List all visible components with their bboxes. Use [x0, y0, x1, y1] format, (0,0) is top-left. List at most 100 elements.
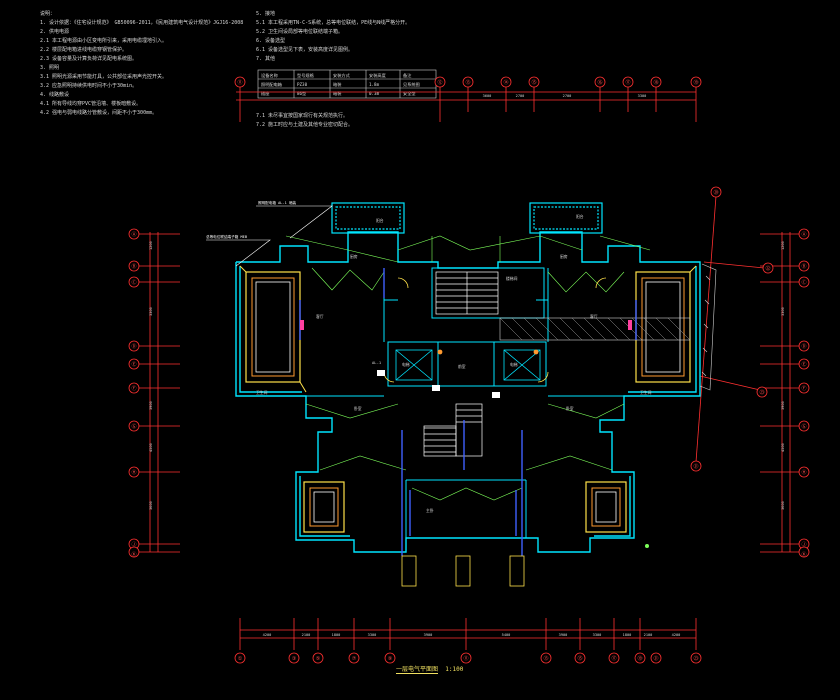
axis-label: ㉑ [693, 463, 698, 470]
dim-text: 3600 [149, 501, 153, 510]
socket-icon [628, 320, 632, 330]
axis-label: ⑤ [316, 656, 321, 662]
left-dimension-strip [138, 232, 180, 553]
room-label: 阳台 [376, 218, 384, 223]
left-dim-texts: 1200 3300 3900 4500 3600 [149, 241, 153, 510]
equipment-table-text: 设备名称 型号规格 安装方式 安装高度 备注 照明配电箱 PZ30 暗装 1.8… [261, 72, 420, 97]
bottom-dimension-strip [239, 618, 697, 650]
note-line: 2.2 楼层配电箱进线电缆穿钢管保护。 [40, 47, 128, 53]
axis-label: Ⓒ [131, 279, 136, 286]
callout-texts: 照明配电箱 AL-1 暗装 总等电位联结端子箱 MEB [206, 200, 297, 239]
top-axis-bubbles [234, 76, 702, 88]
axis-label: ㉓ [693, 655, 698, 662]
interior-walls [306, 267, 624, 538]
dim-text: 3900 [149, 401, 153, 410]
axis-label: ③ [292, 656, 297, 662]
axis-label: ⑱ [653, 79, 658, 86]
table-cell: 插座 [261, 90, 269, 97]
note-line: 2. 供电电源 [40, 29, 70, 35]
caption-scale: 1:100 [445, 666, 464, 673]
axis-label: ⑪ [463, 655, 468, 662]
room-label: 阳台 [576, 214, 584, 219]
axis-label: ⑦ [352, 656, 357, 662]
axis-label: Ⓙ [131, 541, 136, 548]
axis-label: Ⓐ [131, 231, 136, 238]
table-cell: 0.3m [369, 91, 380, 96]
general-notes-left: 说明： 1. 设计依据：《住宅设计规范》 GB50096-2011，《民用建筑电… [40, 10, 243, 118]
general-notes-right: 5. 接地 5.1 本工程采用TN-C-S系统，总等电位联结，PE线与N线严格分… [256, 10, 410, 64]
elevator-right [503, 349, 541, 381]
room-label: AL-1 [372, 360, 382, 365]
axis-label: ⑬ [543, 655, 548, 662]
note-line: 1. 设计依据：《住宅设计规范》 GB50096-2011，《民用建筑电气设计规… [40, 20, 244, 26]
axis-label: Ⓕ [801, 385, 806, 392]
dim-text: 1800 [332, 633, 341, 637]
room-label: 卫生间 [256, 390, 268, 395]
axis-label: ⑳ [713, 189, 718, 196]
bay-window-left [239, 265, 307, 393]
right-axis-bubbles [798, 228, 810, 558]
bay-window-bottom-left [303, 481, 345, 533]
axis-label: ⑲ [637, 655, 642, 662]
callout-text: 总等电位联结端子箱 MEB [206, 234, 247, 239]
axis-label: Ⓗ [131, 469, 136, 476]
caption-title: 一层电气平面图 [396, 666, 439, 674]
top-balconies [331, 202, 603, 234]
bottom-dim-texts: 4200 2100 1800 3300 3900 5400 3900 3300 … [263, 633, 681, 637]
right-dim-texts: 1200 3300 3900 4500 3600 [781, 241, 785, 510]
note-line: 7.2 施工时应与土建及其他专业密切配合。 [256, 122, 354, 128]
table-header: 安装高度 [369, 72, 387, 79]
table-header: 安装方式 [333, 72, 351, 79]
note-line: 3. 照明 [40, 65, 60, 71]
axis-label: ⑮ [531, 79, 536, 86]
general-notes-right-tail: 7.1 未尽事宜按国家现行有关规范执行。 7.2 施工时应与土建及其他专业密切配… [256, 112, 353, 130]
axis-label: ⑪ [237, 79, 242, 86]
top-axis-labels: ⑪ ⑫ ⑬ ⑭ ⑮ ⑯ ⑰ ⑱ ⑲ 3600 2700 2700 3300 [237, 79, 698, 98]
bottom-axis-labels: ① ③ ⑤ ⑦ ⑨ ⑪ ⑬ ⑮ ⑰ ⑲ ㉑ ㉓ [238, 655, 699, 662]
room-label: 电梯 [402, 362, 410, 367]
ceiling-light-icon [533, 349, 539, 355]
dim-text: 1200 [149, 241, 153, 250]
dim-text: 2700 [563, 94, 572, 98]
dim-text: 1800 [623, 633, 632, 637]
right-axis-labels: Ⓐ Ⓑ Ⓒ Ⓓ Ⓔ Ⓕ Ⓖ Ⓗ Ⓙ Ⓚ [801, 231, 806, 558]
room-label: 客厅 [590, 314, 598, 319]
axis-label: Ⓑ [801, 263, 806, 270]
stair-core [423, 271, 499, 457]
table-cell: PZ30 [297, 82, 308, 87]
callout-leaders [206, 205, 333, 267]
dim-text: 3300 [781, 307, 785, 316]
left-axis-labels: Ⓐ Ⓑ Ⓒ Ⓓ Ⓔ Ⓕ Ⓖ Ⓗ Ⓙ Ⓚ [131, 231, 136, 558]
axis-label: Ⓓ [801, 343, 806, 350]
dim-text: 3300 [593, 633, 602, 637]
table-cell: 暗装 [333, 90, 342, 97]
note-line: 5. 接地 [256, 11, 276, 17]
dim-text: 5400 [502, 633, 511, 637]
corridor-hatch [499, 317, 691, 341]
lighting-wiring [285, 235, 651, 501]
axis-label: ㉑ [653, 655, 658, 662]
bottom-axis-bubbles [234, 652, 702, 664]
note-line: 6. 设备选型 [256, 38, 286, 44]
room-label: 楼梯间 [506, 276, 518, 281]
dim-text: 3900 [781, 401, 785, 410]
top-dimension-strip [236, 86, 697, 122]
axis-label: ㉓ [759, 389, 764, 396]
note-line: 2.3 设备容量及计算负荷详见配电系统图。 [40, 56, 138, 62]
table-cell: 照明配电箱 [261, 81, 282, 88]
axis-label: Ⓕ [131, 385, 136, 392]
axis-label: ㉒ [765, 265, 770, 272]
slanted-axis [690, 186, 774, 472]
left-axis-bubbles [128, 228, 140, 558]
table-header: 设备名称 [261, 72, 278, 79]
axis-label: ⑯ [597, 79, 602, 86]
table-cell: 安全型 [403, 90, 416, 97]
room-label: 卧室 [566, 406, 574, 411]
axis-label: Ⓓ [131, 343, 136, 350]
note-line: 4.1 所有导线均穿PVC管沿墙、楼板暗敷设。 [40, 101, 142, 107]
room-label: 卫生间 [640, 390, 652, 395]
note-line: 7.1 未尽事宜按国家现行有关规范执行。 [256, 113, 349, 119]
room-label: 前室 [458, 364, 466, 369]
note-line: 6.1 设备选型见下表，安装高度详见图例。 [256, 47, 354, 53]
